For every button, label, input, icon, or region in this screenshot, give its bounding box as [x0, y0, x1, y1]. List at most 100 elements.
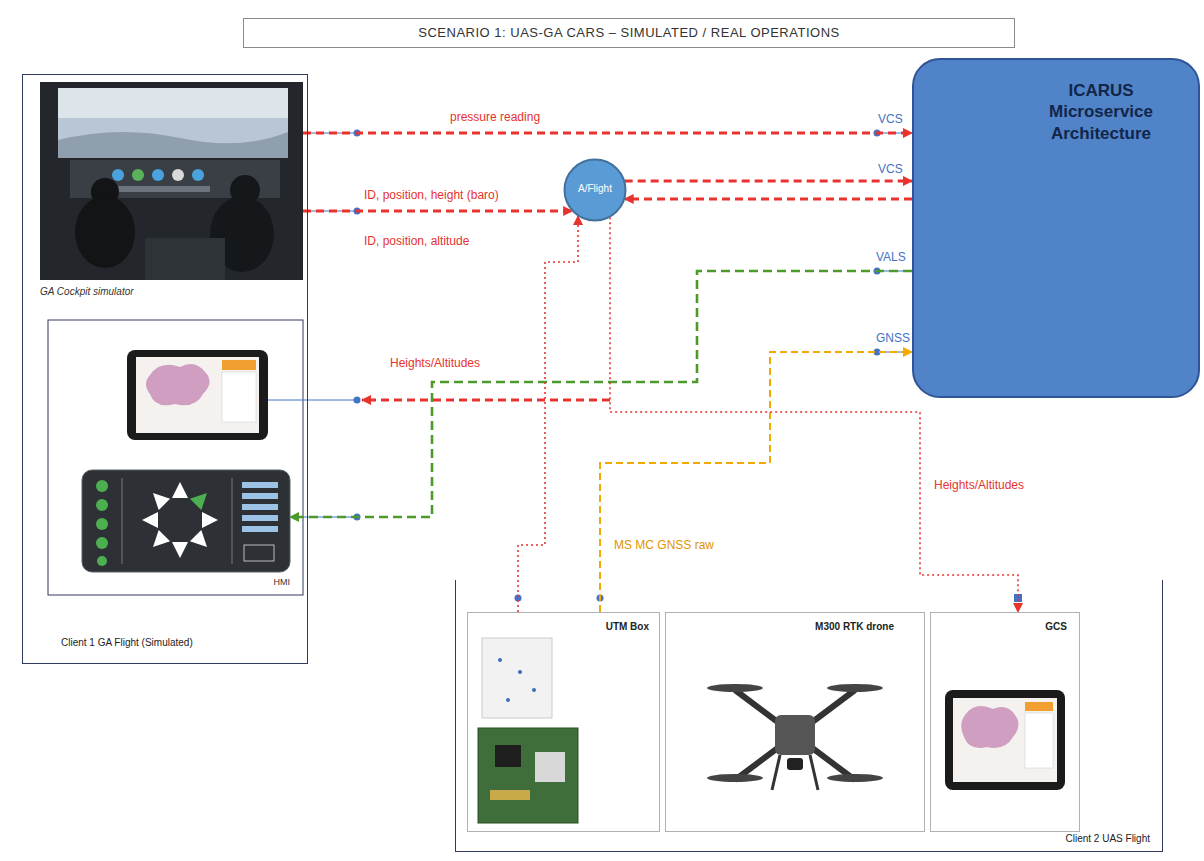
tablet-picture: [146, 364, 210, 405]
cockpit-photo: [75, 196, 135, 268]
connector-line: [625, 180, 912, 183]
hmi-picture: [172, 542, 188, 558]
port-name: VCS: [876, 162, 905, 176]
drone-picture: [787, 758, 803, 770]
utm-box-picture: [478, 728, 578, 823]
client-group-box: Client 2 UAS Flight UTM Box M300 RTK drone…: [455, 580, 1163, 852]
connector-line: [303, 132, 912, 135]
equipment-panel: UTM Box: [467, 612, 660, 832]
cockpit-photo: [40, 82, 303, 280]
device-frame: [48, 320, 303, 595]
heights-link-line: [268, 400, 357, 401]
drone-picture: [810, 755, 818, 790]
hmi-picture: [242, 493, 278, 499]
gcs-tablet-picture: [945, 690, 1065, 790]
cockpit-photo: [132, 169, 144, 181]
signal-label: pressure reading: [448, 110, 542, 124]
panel-title: GCS: [1045, 621, 1067, 633]
tablet-picture: [222, 360, 256, 370]
port-dot: [354, 397, 361, 404]
port-name: VALS: [874, 250, 908, 264]
diagram-title: SCENARIO 1: UAS-GA CARS – SIMULATED / RE…: [244, 25, 1014, 41]
equipment-panel: GCS: [930, 612, 1080, 832]
utm-box-picture: [506, 698, 510, 702]
drone-picture: [775, 715, 815, 755]
hmi-picture: [244, 545, 274, 561]
cockpit-photo: [172, 169, 184, 181]
device-frame: [48, 320, 303, 595]
gcs-tablet-picture: [1025, 702, 1053, 711]
hmi-picture: [242, 504, 278, 510]
hmi-picture: [82, 470, 290, 572]
hmi-picture: [202, 512, 218, 528]
cockpit-photo: [58, 132, 288, 158]
hmi-picture: [242, 482, 278, 488]
device-label: HMI: [274, 577, 291, 588]
cockpit-photo: [152, 169, 164, 181]
hmi-picture: [122, 478, 123, 564]
utm-box-picture: [482, 638, 552, 718]
drone-picture: [707, 774, 763, 782]
gcs-tablet-picture: [945, 690, 1065, 790]
connector-line: [625, 198, 912, 201]
hmi-picture: [142, 512, 158, 528]
cockpit-photo: [192, 169, 204, 181]
drone-picture: [707, 684, 763, 692]
gcs-tablet-picture: [1025, 713, 1053, 768]
drone-picture: [827, 684, 883, 692]
panel-title: UTM Box: [606, 621, 649, 633]
gcs-tablet-picture: [961, 706, 1018, 748]
utm-box-picture: [490, 790, 530, 800]
utm-box-picture: [495, 745, 521, 767]
utm-box-picture: [498, 658, 502, 662]
utm-box-picture: [518, 670, 522, 674]
group-title: Client 2 UAS Flight: [1066, 833, 1150, 845]
service-name: A/Flight: [563, 183, 627, 195]
architecture-title: ICARUS Microservice Architecture: [1026, 80, 1176, 144]
port-name: GNSS: [874, 331, 912, 345]
hmi-picture: [96, 480, 108, 492]
equipment-panel: M300 RTK drone: [665, 612, 925, 832]
heights-link-line: [362, 399, 610, 402]
port-name: VCS: [876, 112, 905, 126]
tablet-picture: [136, 357, 259, 433]
cockpit-photo: [58, 88, 288, 158]
hmi-device: HMI: [82, 470, 290, 592]
title-frame: SCENARIO 1: UAS-GA CARS – SIMULATED / RE…: [243, 18, 1015, 48]
drone-picture: [772, 755, 780, 790]
signal-label: Heights/Altitudes: [932, 478, 1026, 492]
utm-box-picture: [535, 752, 565, 782]
hmi-picture: [96, 499, 108, 511]
cockpit-photo: [40, 82, 303, 280]
group-title: Client 1 GA Flight (Simulated): [61, 637, 193, 649]
drone-picture: [827, 774, 883, 782]
gcs-tablet-picture: [953, 698, 1057, 782]
photo-caption: GA Cockpit simulator: [40, 286, 134, 298]
hmi-picture: [232, 478, 233, 564]
signal-label: MS MC GNSS raw: [612, 538, 716, 552]
cockpit-photo: [112, 169, 124, 181]
cockpit-photo: [110, 186, 210, 192]
utm-box-picture: [478, 638, 578, 823]
client-group-box: Client 1 GA Flight (Simulated) GA Cockpit…: [22, 74, 308, 664]
hmi-picture: [242, 515, 278, 521]
connector-line: [518, 216, 578, 612]
hmi-picture: [153, 530, 170, 547]
signal-label: ID, position, altitude: [362, 234, 471, 248]
hmi-picture: [97, 556, 107, 566]
hmi-picture: [190, 530, 207, 547]
hmi-picture: [153, 493, 170, 510]
panel-title: M300 RTK drone: [815, 621, 894, 633]
tablet-picture: [127, 350, 268, 440]
architecture-box: ICARUS Microservice Architecture: [912, 58, 1200, 398]
hmi-picture: [96, 537, 108, 549]
cockpit-photo: [145, 238, 225, 280]
heights-link-line: [268, 400, 610, 401]
utm-box-picture: [532, 688, 536, 692]
hmi-picture: [242, 526, 278, 532]
simulator-photo: GA Cockpit simulator: [40, 82, 303, 300]
hmi-picture: [172, 482, 188, 498]
tablet-picture: [222, 372, 256, 422]
